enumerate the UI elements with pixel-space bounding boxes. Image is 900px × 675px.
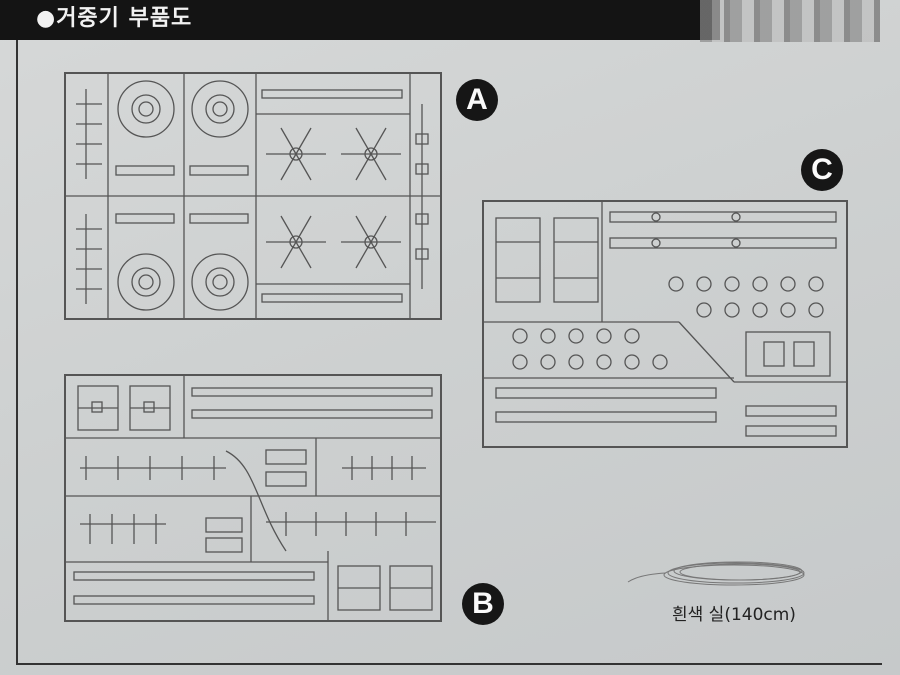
header-bar: ●거중기 부품도 bbox=[0, 0, 720, 40]
badge-c: C bbox=[801, 149, 843, 191]
string-coil-icon bbox=[627, 561, 805, 586]
diagram-frame bbox=[16, 40, 882, 665]
sprue-b-drawing bbox=[66, 376, 440, 620]
sprue-a bbox=[64, 72, 442, 320]
page-title: ●거중기 부품도 bbox=[36, 6, 193, 31]
string-accessory-label: 흰색 실(140cm) bbox=[672, 605, 796, 625]
sprue-b bbox=[64, 374, 442, 622]
sprue-c bbox=[482, 200, 848, 448]
sprue-a-drawing bbox=[66, 74, 440, 318]
badge-a: A bbox=[456, 79, 498, 121]
badge-b: B bbox=[462, 583, 504, 625]
sprue-c-drawing bbox=[484, 202, 846, 437]
blurred-region bbox=[700, 0, 880, 42]
